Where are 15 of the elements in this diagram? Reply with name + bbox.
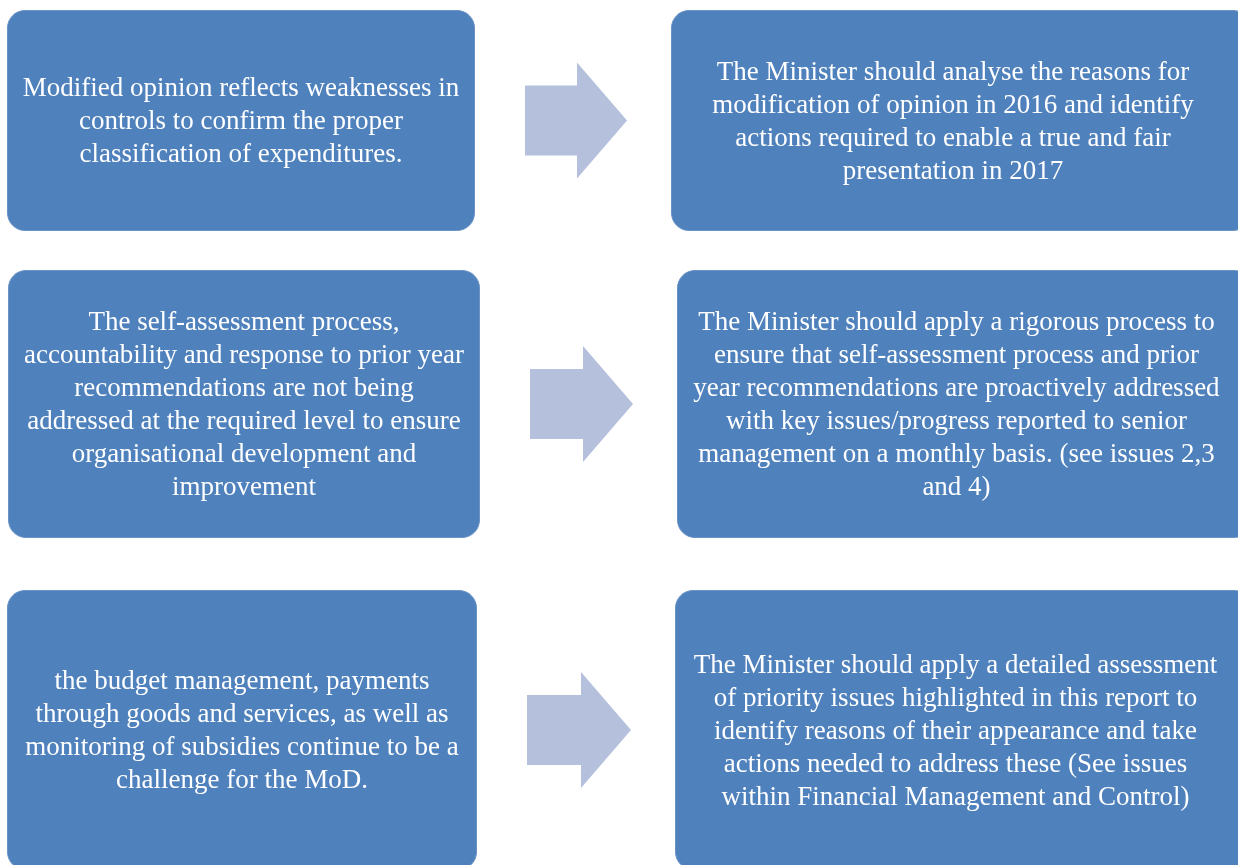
block-arrow	[527, 672, 631, 788]
process-box	[671, 10, 1238, 231]
box-text: The Minister should apply a detailed assessment of priority issues highlighted in this report to identify reasons of their appearance and take actions needed to address these (See issues within Financial Management and Control)	[692, 647, 1219, 813]
box-text: The Minister should apply a rigorous process to ensure that self-assessment process and prior year recommendations are proactively addressed with key issues/progress reported to senior management on a monthly basis. (see issues 2,3 and 4)	[692, 305, 1221, 503]
block-arrow	[530, 346, 633, 462]
block-arrow	[525, 62, 627, 179]
box-text: Modified opinion reflects weaknesses in controls to confirm the proper classification of expenditures.	[22, 71, 460, 170]
process-box	[677, 270, 1238, 538]
box-text: The Minister should analyse the reasons for modification of opinion in 2016 and identify actions required to enable a true and fair presentation in 2017	[711, 54, 1195, 187]
process-box	[675, 590, 1238, 865]
process-box	[8, 270, 480, 538]
process-box	[7, 590, 477, 865]
process-box	[7, 10, 475, 231]
box-text: the budget management, payments through goods and services, as well as monitoring of subsidies continue to be a challenge for the MoD.	[24, 664, 460, 796]
box-text: The self-assessment process, accountability and response to prior year recommendations are not being addressed at the required level to ensure organisational development and improvement	[23, 305, 465, 503]
